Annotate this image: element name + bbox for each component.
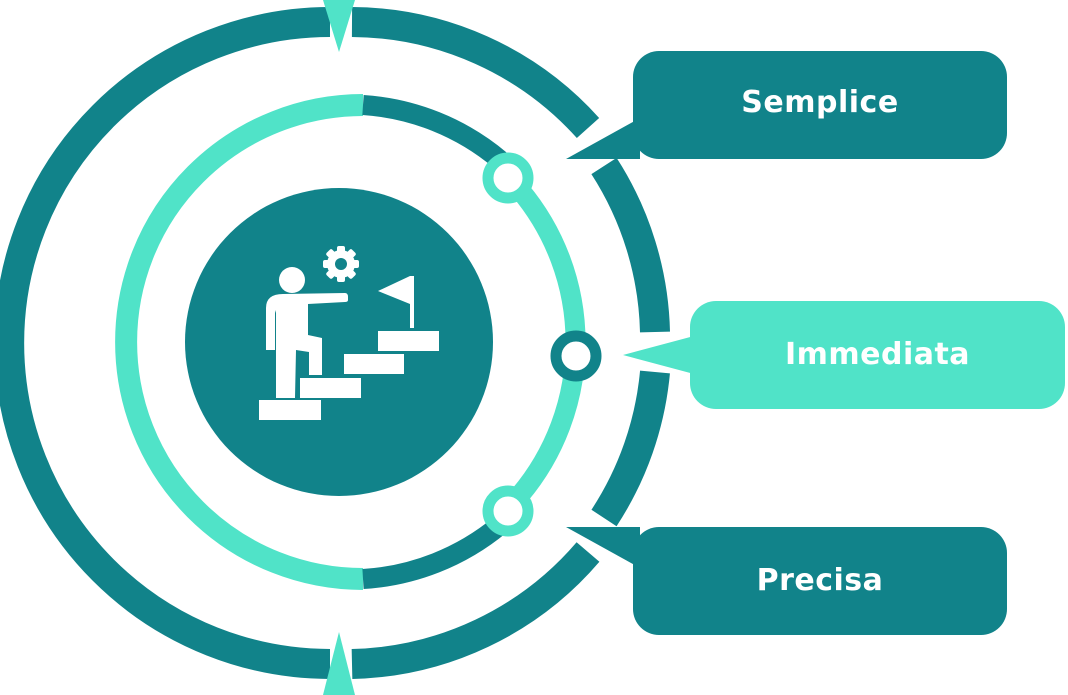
callout-semplice-shape xyxy=(566,51,1007,159)
gear-icon xyxy=(323,246,359,282)
inner-ring-dark-bottom-arc xyxy=(362,517,507,589)
outer-ring-left-arc xyxy=(0,7,331,679)
stair-4 xyxy=(378,331,439,351)
stair-1 xyxy=(259,400,321,420)
node-semplice xyxy=(482,152,534,204)
inner-ring-light-arc xyxy=(115,94,364,590)
outer-ring-bottom-right-arc xyxy=(351,542,600,679)
stair-2 xyxy=(300,378,361,398)
inner-ring-dark-top-arc xyxy=(362,95,507,168)
callout-immediata-shape xyxy=(623,301,1065,409)
bottom-arrow-marker xyxy=(323,632,355,695)
person-climbing-stairs-icon xyxy=(259,246,439,420)
callout-semplice-label: Semplice xyxy=(741,84,899,120)
flag-icon xyxy=(378,276,414,328)
outer-ring-right-lower-arc xyxy=(591,370,670,527)
callout-immediata-label: Immediata xyxy=(784,336,971,372)
outer-ring xyxy=(0,7,670,679)
node-precisa xyxy=(482,485,534,537)
outer-ring-right-upper-arc xyxy=(591,157,670,333)
node-immediata xyxy=(550,330,602,382)
center-disc xyxy=(185,188,493,496)
callout-precisa-label: Precisa xyxy=(756,562,884,598)
callout-precisa-shape xyxy=(566,527,1007,635)
outer-ring-top-right-arc xyxy=(351,7,600,139)
top-arrow-marker xyxy=(323,0,355,52)
stair-3 xyxy=(344,354,404,374)
